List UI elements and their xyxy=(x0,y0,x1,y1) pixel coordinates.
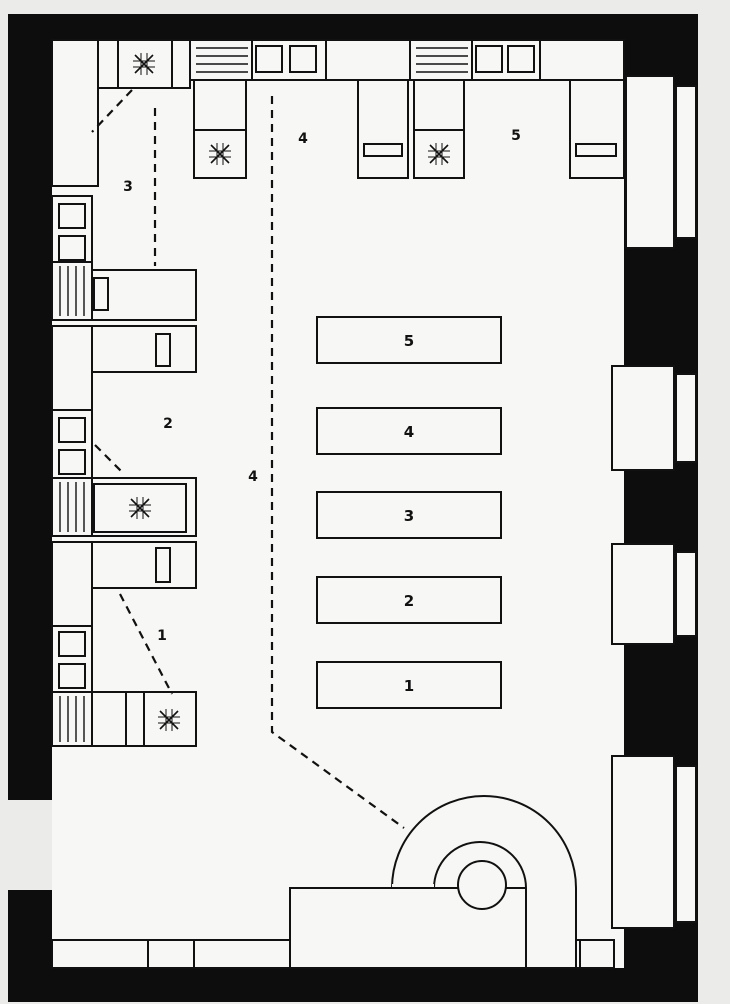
table-labels: 5 4 3 2 1 xyxy=(404,332,414,695)
sink-icon xyxy=(58,663,86,689)
sink-icon xyxy=(255,45,283,73)
zone-label-1: 1 xyxy=(157,628,167,644)
wall-bottom xyxy=(8,968,698,1002)
round-oven-icon xyxy=(390,795,577,969)
table-label: 3 xyxy=(404,507,414,525)
boundary-zone-3 xyxy=(91,89,133,133)
zone-label-2: 2 xyxy=(163,416,173,432)
left-peninsulas xyxy=(91,269,197,747)
boundary-zone-2 xyxy=(94,444,125,475)
sink-icon xyxy=(58,203,86,229)
table xyxy=(316,576,502,624)
windows xyxy=(611,75,697,929)
table-label: 1 xyxy=(404,677,414,695)
wall-left xyxy=(8,14,52,800)
sink-icon xyxy=(289,45,317,73)
window-3 xyxy=(611,543,675,645)
sink-icon xyxy=(58,235,86,261)
top-counter xyxy=(51,39,625,187)
sink-icon xyxy=(507,45,535,73)
sink-icon xyxy=(58,417,86,443)
zone-label-4: 4 xyxy=(298,131,308,147)
window-4 xyxy=(611,755,675,929)
zone-labels: 3 4 5 2 4 1 xyxy=(123,128,521,644)
top-sinks xyxy=(255,45,535,73)
sink-icon xyxy=(58,631,86,657)
table-label: 2 xyxy=(404,592,414,610)
left-sinks xyxy=(58,203,86,689)
table xyxy=(316,661,502,709)
table xyxy=(316,407,502,455)
boundary-zone-1 xyxy=(119,593,173,695)
zone-label-3: 3 xyxy=(123,179,133,195)
drainboard-left xyxy=(59,266,85,742)
zone-label-4: 4 xyxy=(248,469,258,485)
sink-icon xyxy=(58,449,86,475)
door-opening xyxy=(8,800,52,890)
wall-top xyxy=(8,14,698,40)
zone-label-5: 5 xyxy=(511,128,521,144)
drainboard-top-1 xyxy=(196,47,248,73)
wall-top-right-jog xyxy=(626,40,698,76)
stove-peninsula-2 xyxy=(413,129,465,179)
drainboard-top-2 xyxy=(416,47,468,73)
table-label: 4 xyxy=(404,423,414,441)
table-label: 5 xyxy=(404,332,414,350)
tables xyxy=(316,316,502,709)
sink-icon xyxy=(475,45,503,73)
top-peninsulas xyxy=(193,79,625,179)
table xyxy=(316,316,502,364)
table xyxy=(316,491,502,539)
boundary-zone-4 xyxy=(270,96,405,829)
window-2 xyxy=(611,365,675,471)
zone-boundaries xyxy=(91,89,405,829)
window-1 xyxy=(625,75,675,249)
